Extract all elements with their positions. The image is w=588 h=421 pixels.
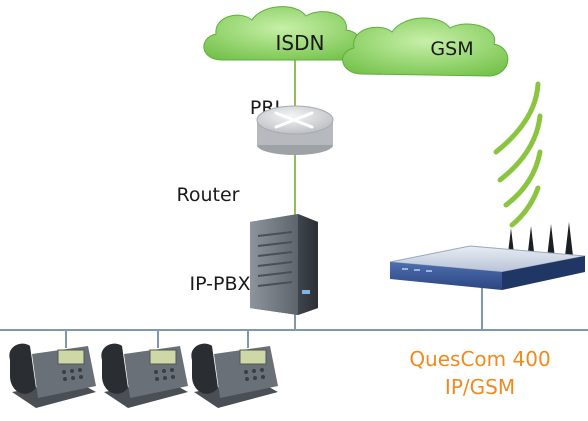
wireless-signal-icon — [493, 81, 543, 228]
gsm-label: GSM — [430, 38, 473, 60]
desk-phone-icon — [101, 343, 188, 408]
gsm-cloud: GSM — [342, 17, 509, 77]
desk-phone-icon — [191, 343, 278, 408]
router-label: Router — [177, 184, 240, 206]
device-type-label: IP/GSM — [445, 375, 515, 399]
isdn-label: ISDN — [276, 31, 325, 55]
router-icon — [256, 105, 334, 155]
ip-pbx-label: IP-PBX — [189, 273, 250, 295]
isdn-cloud: ISDN — [203, 6, 362, 61]
device-name-label: QuesCom 400 — [409, 347, 550, 371]
server-tower-icon — [250, 214, 318, 315]
gsm-gateway-icon — [389, 222, 586, 290]
desk-phone-icon — [9, 343, 96, 408]
